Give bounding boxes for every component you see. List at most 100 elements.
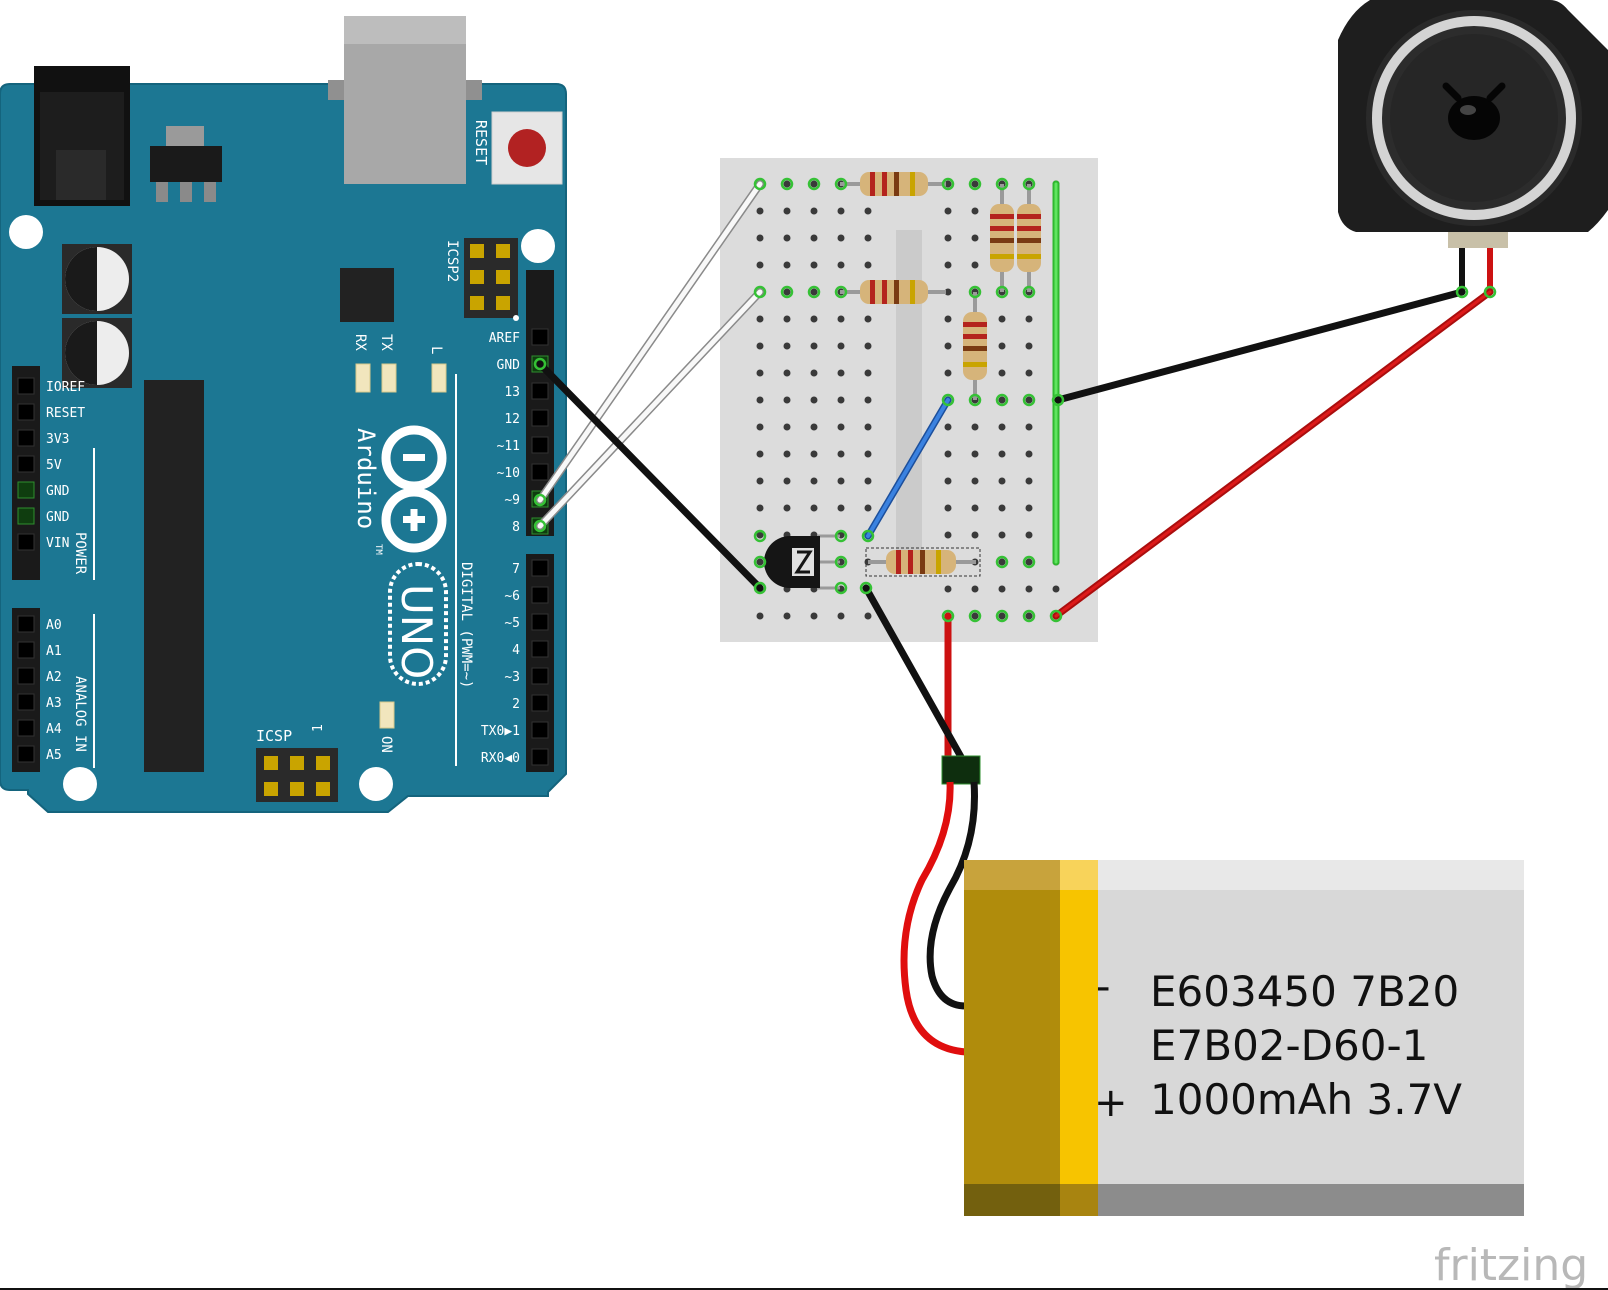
connection-point xyxy=(753,555,767,569)
analog-pin-sockets xyxy=(17,615,35,763)
connection-point xyxy=(834,285,848,299)
digital-pin-label: 12 xyxy=(504,412,520,427)
breadboard-hole xyxy=(810,288,818,296)
digital-pin-socket xyxy=(531,463,549,481)
black-wire-transistor-battery xyxy=(862,584,978,784)
digital-pin-socket xyxy=(531,694,549,712)
power-pin-socket xyxy=(17,377,35,395)
digital-pin-label: ~11 xyxy=(497,439,520,454)
breadboard-hole xyxy=(810,369,818,377)
breadboard-hole xyxy=(810,612,818,620)
connection-point xyxy=(1483,285,1497,299)
breadboard-hole xyxy=(998,558,1006,566)
connection-point xyxy=(834,529,848,543)
breadboard-hole xyxy=(783,369,791,377)
breadboard-hole xyxy=(837,234,845,242)
connection-point xyxy=(753,285,767,299)
power-label: POWER xyxy=(72,532,88,575)
connection-point xyxy=(1455,285,1469,299)
digital-pin-socket xyxy=(531,409,549,427)
breadboard-hole xyxy=(810,450,818,458)
connection-point xyxy=(859,581,873,595)
breadboard-hole xyxy=(783,261,791,269)
analog-pin-socket xyxy=(17,745,35,763)
usb-connector xyxy=(328,16,482,184)
analog-pin-label: A0 xyxy=(46,618,62,633)
voltage-regulator xyxy=(150,126,222,202)
battery-label-line1: E603450 7B20 xyxy=(1150,967,1459,1016)
breadboard-hole xyxy=(864,261,872,269)
breadboard-hole xyxy=(971,207,979,215)
digital-pin-label: 7 xyxy=(512,562,520,577)
breadboard-hole xyxy=(971,612,979,620)
breadboard-hole xyxy=(864,342,872,350)
connection-point xyxy=(861,529,875,543)
breadboard-hole xyxy=(998,504,1006,512)
breadboard-hole xyxy=(783,234,791,242)
connection-point xyxy=(1022,177,1036,191)
trademark-text: TM xyxy=(373,544,383,555)
power-pin-socket xyxy=(17,533,35,551)
resistor-selected xyxy=(865,547,981,577)
breadboard-hole xyxy=(756,315,764,323)
breadboard-hole xyxy=(810,396,818,404)
breadboard-hole xyxy=(971,477,979,485)
breadboard-hole xyxy=(756,531,764,539)
breadboard-hole xyxy=(756,396,764,404)
digital-pin-label: ~6 xyxy=(504,589,520,604)
breadboard-hole xyxy=(837,504,845,512)
reset-button[interactable] xyxy=(491,111,563,185)
breadboard-hole xyxy=(756,558,764,566)
breadboard-hole xyxy=(783,477,791,485)
battery-plus-sign: + xyxy=(1094,1080,1128,1126)
breadboard-hole xyxy=(944,261,952,269)
breadboard-hole xyxy=(783,180,791,188)
breadboard-hole xyxy=(998,369,1006,377)
digital-pin-socket xyxy=(531,667,549,685)
connection-point xyxy=(968,285,982,299)
breadboard-hole xyxy=(944,288,952,296)
breadboard-hole xyxy=(837,477,845,485)
uno-model-text: UNO xyxy=(392,584,441,679)
breadboard-hole xyxy=(810,423,818,431)
breadboard-hole xyxy=(810,234,818,242)
connection-point xyxy=(968,177,982,191)
red-wire-speaker-highlight xyxy=(1054,290,1492,618)
breadboard-hole xyxy=(864,450,872,458)
breadboard-hole xyxy=(783,450,791,458)
power-pin-socket xyxy=(17,403,35,421)
breadboard-hole xyxy=(756,423,764,431)
breadboard-hole xyxy=(1025,342,1033,350)
connection-point xyxy=(941,177,955,191)
analog-pin-socket xyxy=(17,693,35,711)
resistor xyxy=(840,280,946,304)
digital-pin-socket xyxy=(531,436,549,454)
breadboard-hole xyxy=(1025,504,1033,512)
resistor xyxy=(963,292,987,400)
breadboard-hole xyxy=(1025,450,1033,458)
analog-pin-label: A4 xyxy=(46,722,62,737)
analog-header xyxy=(12,608,40,772)
atmega-chip xyxy=(144,380,204,772)
white-wire-pin9-core xyxy=(537,181,763,503)
connection-point xyxy=(1022,555,1036,569)
breadboard-hole xyxy=(971,261,979,269)
connection-point xyxy=(807,285,821,299)
breadboard-hole xyxy=(944,504,952,512)
blue-jumper-wire-highlight xyxy=(866,398,950,538)
breadboard-hole xyxy=(810,180,818,188)
breadboard-hole xyxy=(864,423,872,431)
breadboard-hole xyxy=(998,585,1006,593)
digital-pin-label: AREF xyxy=(489,331,520,346)
digital-pin-label: ~9 xyxy=(504,493,520,508)
breadboard-hole xyxy=(783,396,791,404)
mounting-hole xyxy=(521,229,555,263)
icsp2-header xyxy=(464,238,518,318)
breadboard-hole xyxy=(837,396,845,404)
connection-point xyxy=(995,609,1009,623)
breadboard-hole xyxy=(837,342,845,350)
connection-point xyxy=(1022,393,1036,407)
breadboard-hole xyxy=(944,207,952,215)
